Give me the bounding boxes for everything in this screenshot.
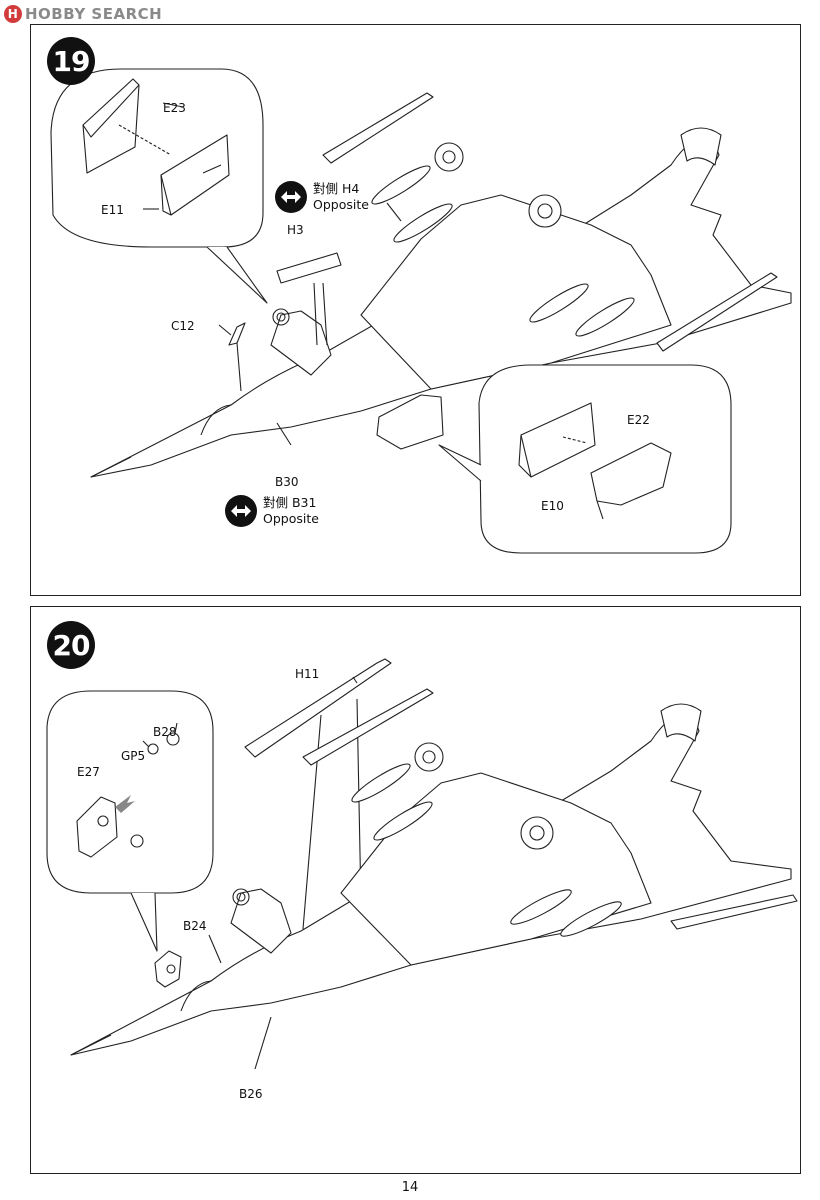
opposite-part-h4: 對側 H4 <box>313 181 360 196</box>
part-label-e27: E27 <box>77 765 100 779</box>
part-label-h3: H3 <box>287 223 304 237</box>
double-arrow-icon <box>275 181 307 213</box>
page-number: 14 <box>401 1180 419 1195</box>
watermark-text: HOBBY SEARCH <box>25 5 163 23</box>
part-label-gp5: GP5 <box>121 749 146 763</box>
part-label-e23: E23 <box>163 101 186 115</box>
step-number-badge: 20 <box>47 621 95 669</box>
opposite-note-b31: 對側 B31 Opposite <box>225 495 319 527</box>
part-label-h11: H11 <box>295 667 320 681</box>
part-label-e22: E22 <box>627 413 650 427</box>
part-label-e11: E11 <box>101 203 124 217</box>
step-20-panel: 20 H11 B28 GP5 E27 B24 B26 <box>30 606 801 1174</box>
part-label-b24: B24 <box>183 919 207 933</box>
step-19-aircraft-drawing <box>50 68 792 554</box>
part-label-e10: E10 <box>541 499 564 513</box>
watermark-logo-icon: H <box>4 5 22 23</box>
hobby-search-watermark: H HOBBY SEARCH <box>4 4 162 24</box>
opposite-part-b31: 對側 B31 <box>263 495 317 510</box>
part-label-b30: B30 <box>275 475 299 489</box>
opposite-word: Opposite <box>263 511 319 526</box>
step-19-panel: 19 E23 E11 H3 C12 B30 E22 E10 對側 H4 Oppo… <box>30 24 801 596</box>
part-label-b26: B26 <box>239 1087 263 1101</box>
opposite-word: Opposite <box>313 197 369 212</box>
part-label-b28: B28 <box>153 725 177 739</box>
double-arrow-icon <box>225 495 257 527</box>
step-number-badge: 19 <box>47 37 95 85</box>
step-20-aircraft-drawing <box>46 658 798 1070</box>
opposite-note-h4: 對側 H4 Opposite <box>275 181 369 213</box>
part-label-c12: C12 <box>171 319 195 333</box>
